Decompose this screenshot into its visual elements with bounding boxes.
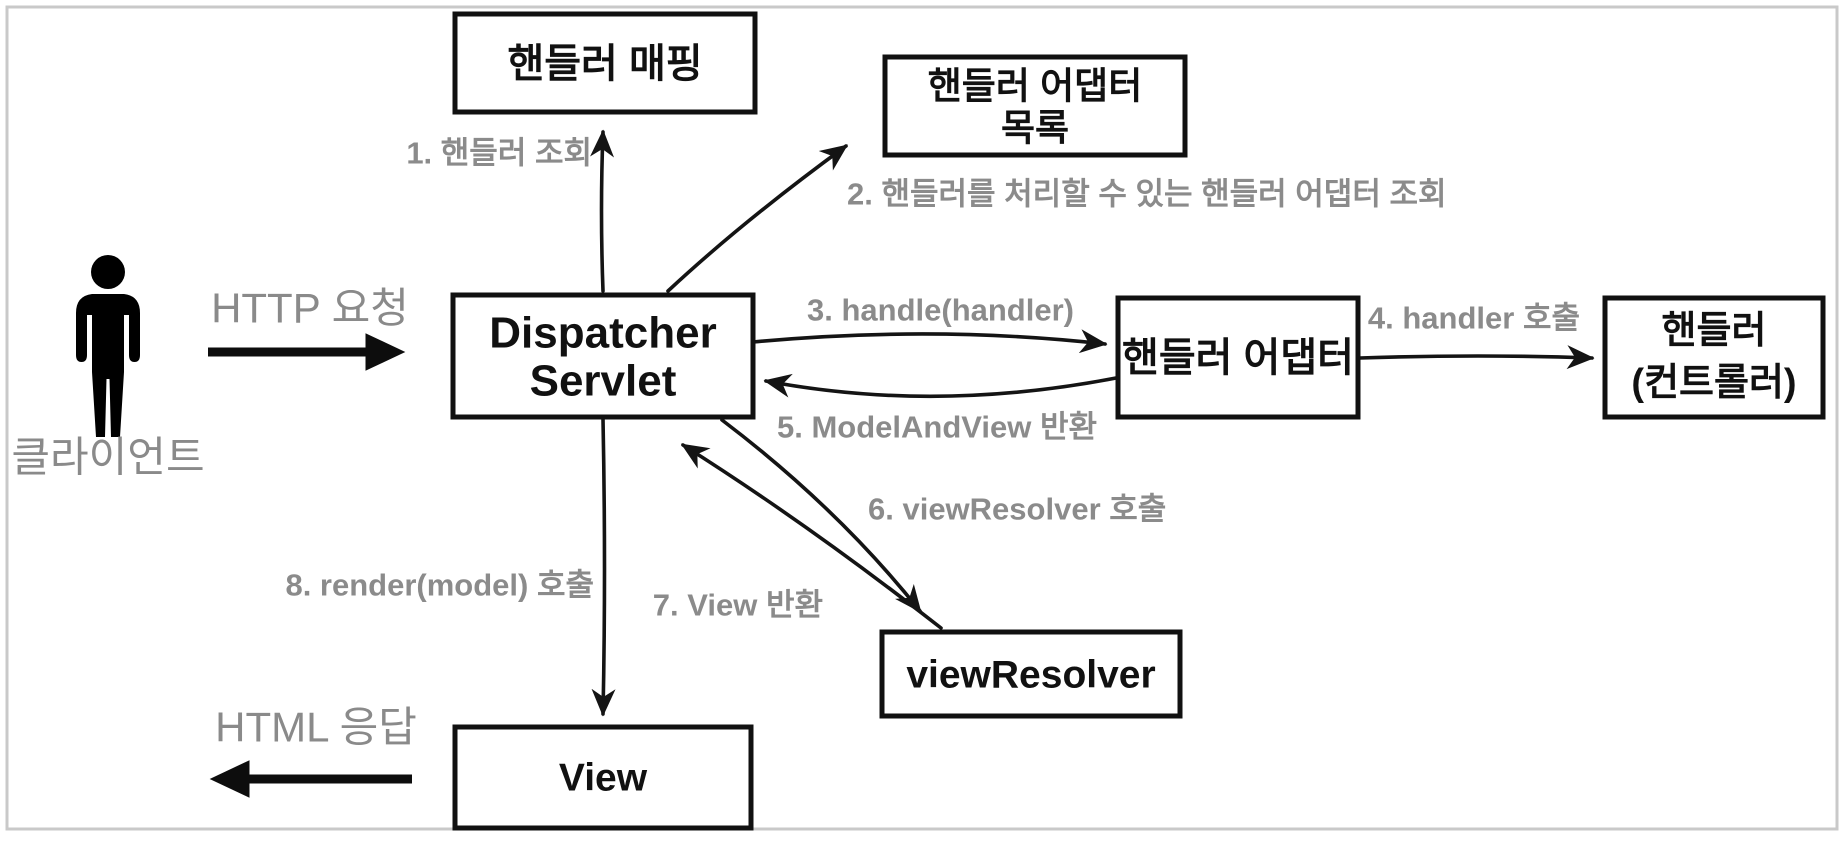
node-view-resolver: viewResolver <box>879 629 1183 719</box>
http-request-label: HTTP 요청 <box>211 285 409 332</box>
label-step3: 3. handle(handler) <box>807 293 1074 328</box>
arrow-step2-adapter-lookup <box>666 144 849 293</box>
arrow-step7-view-return <box>680 443 943 630</box>
handler-mapping-label: 핸들러 매핑 <box>507 42 702 86</box>
label-step6: 6. viewResolver 호출 <box>868 492 1166 527</box>
node-handler-adapter: 핸들러 어댑터 <box>1115 295 1361 420</box>
handler-controller-label-line2: (컨트롤러) <box>1631 362 1796 404</box>
person-icon <box>76 255 140 437</box>
label-step5: 5. ModelAndView 반환 <box>777 410 1097 445</box>
label-step2: 2. 핸들러를 처리할 수 있는 핸들러 어댑터 조회 <box>847 177 1447 212</box>
node-handler-mapping: 핸들러 매핑 <box>452 11 758 115</box>
dispatcher-servlet-label-line2: Servlet <box>530 357 677 406</box>
node-view: View <box>452 724 754 831</box>
label-step4: 4. handler 호출 <box>1368 301 1580 336</box>
arrow-step8-render-call <box>591 417 616 717</box>
client-label: 클라이언트 <box>11 434 204 481</box>
dispatcher-servlet-label-line1: Dispatcher <box>489 309 716 358</box>
label-step8: 8. render(model) 호출 <box>285 568 594 603</box>
html-response-label: HTML 응답 <box>215 704 417 751</box>
view-resolver-label: viewResolver <box>906 654 1155 697</box>
arrow-step3-handle <box>751 329 1108 354</box>
node-dispatcher-servlet: Dispatcher Servlet <box>450 292 756 420</box>
arrow-step6-viewresolver-call <box>720 418 922 613</box>
label-step7: 7. View 반환 <box>653 588 823 623</box>
handler-adapter-list-label-line1: 핸들러 어댑터 <box>928 66 1143 107</box>
handler-adapter-list-label-line2: 목록 <box>1001 108 1069 149</box>
handler-adapter-label: 핸들러 어댑터 <box>1122 336 1354 380</box>
handler-controller-label-line1: 핸들러 <box>1662 310 1767 352</box>
arrow-step5-modelandview-return <box>763 373 1118 399</box>
arrow-step4-handler-call <box>1358 345 1595 370</box>
node-handler-adapter-list: 핸들러 어댑터 목록 <box>882 54 1188 158</box>
node-handler-controller: 핸들러 (컨트롤러) <box>1602 295 1826 420</box>
arrow-step1-handler-lookup <box>590 129 615 293</box>
label-step1: 1. 핸들러 조회 <box>406 136 592 171</box>
view-label: View <box>559 757 648 800</box>
